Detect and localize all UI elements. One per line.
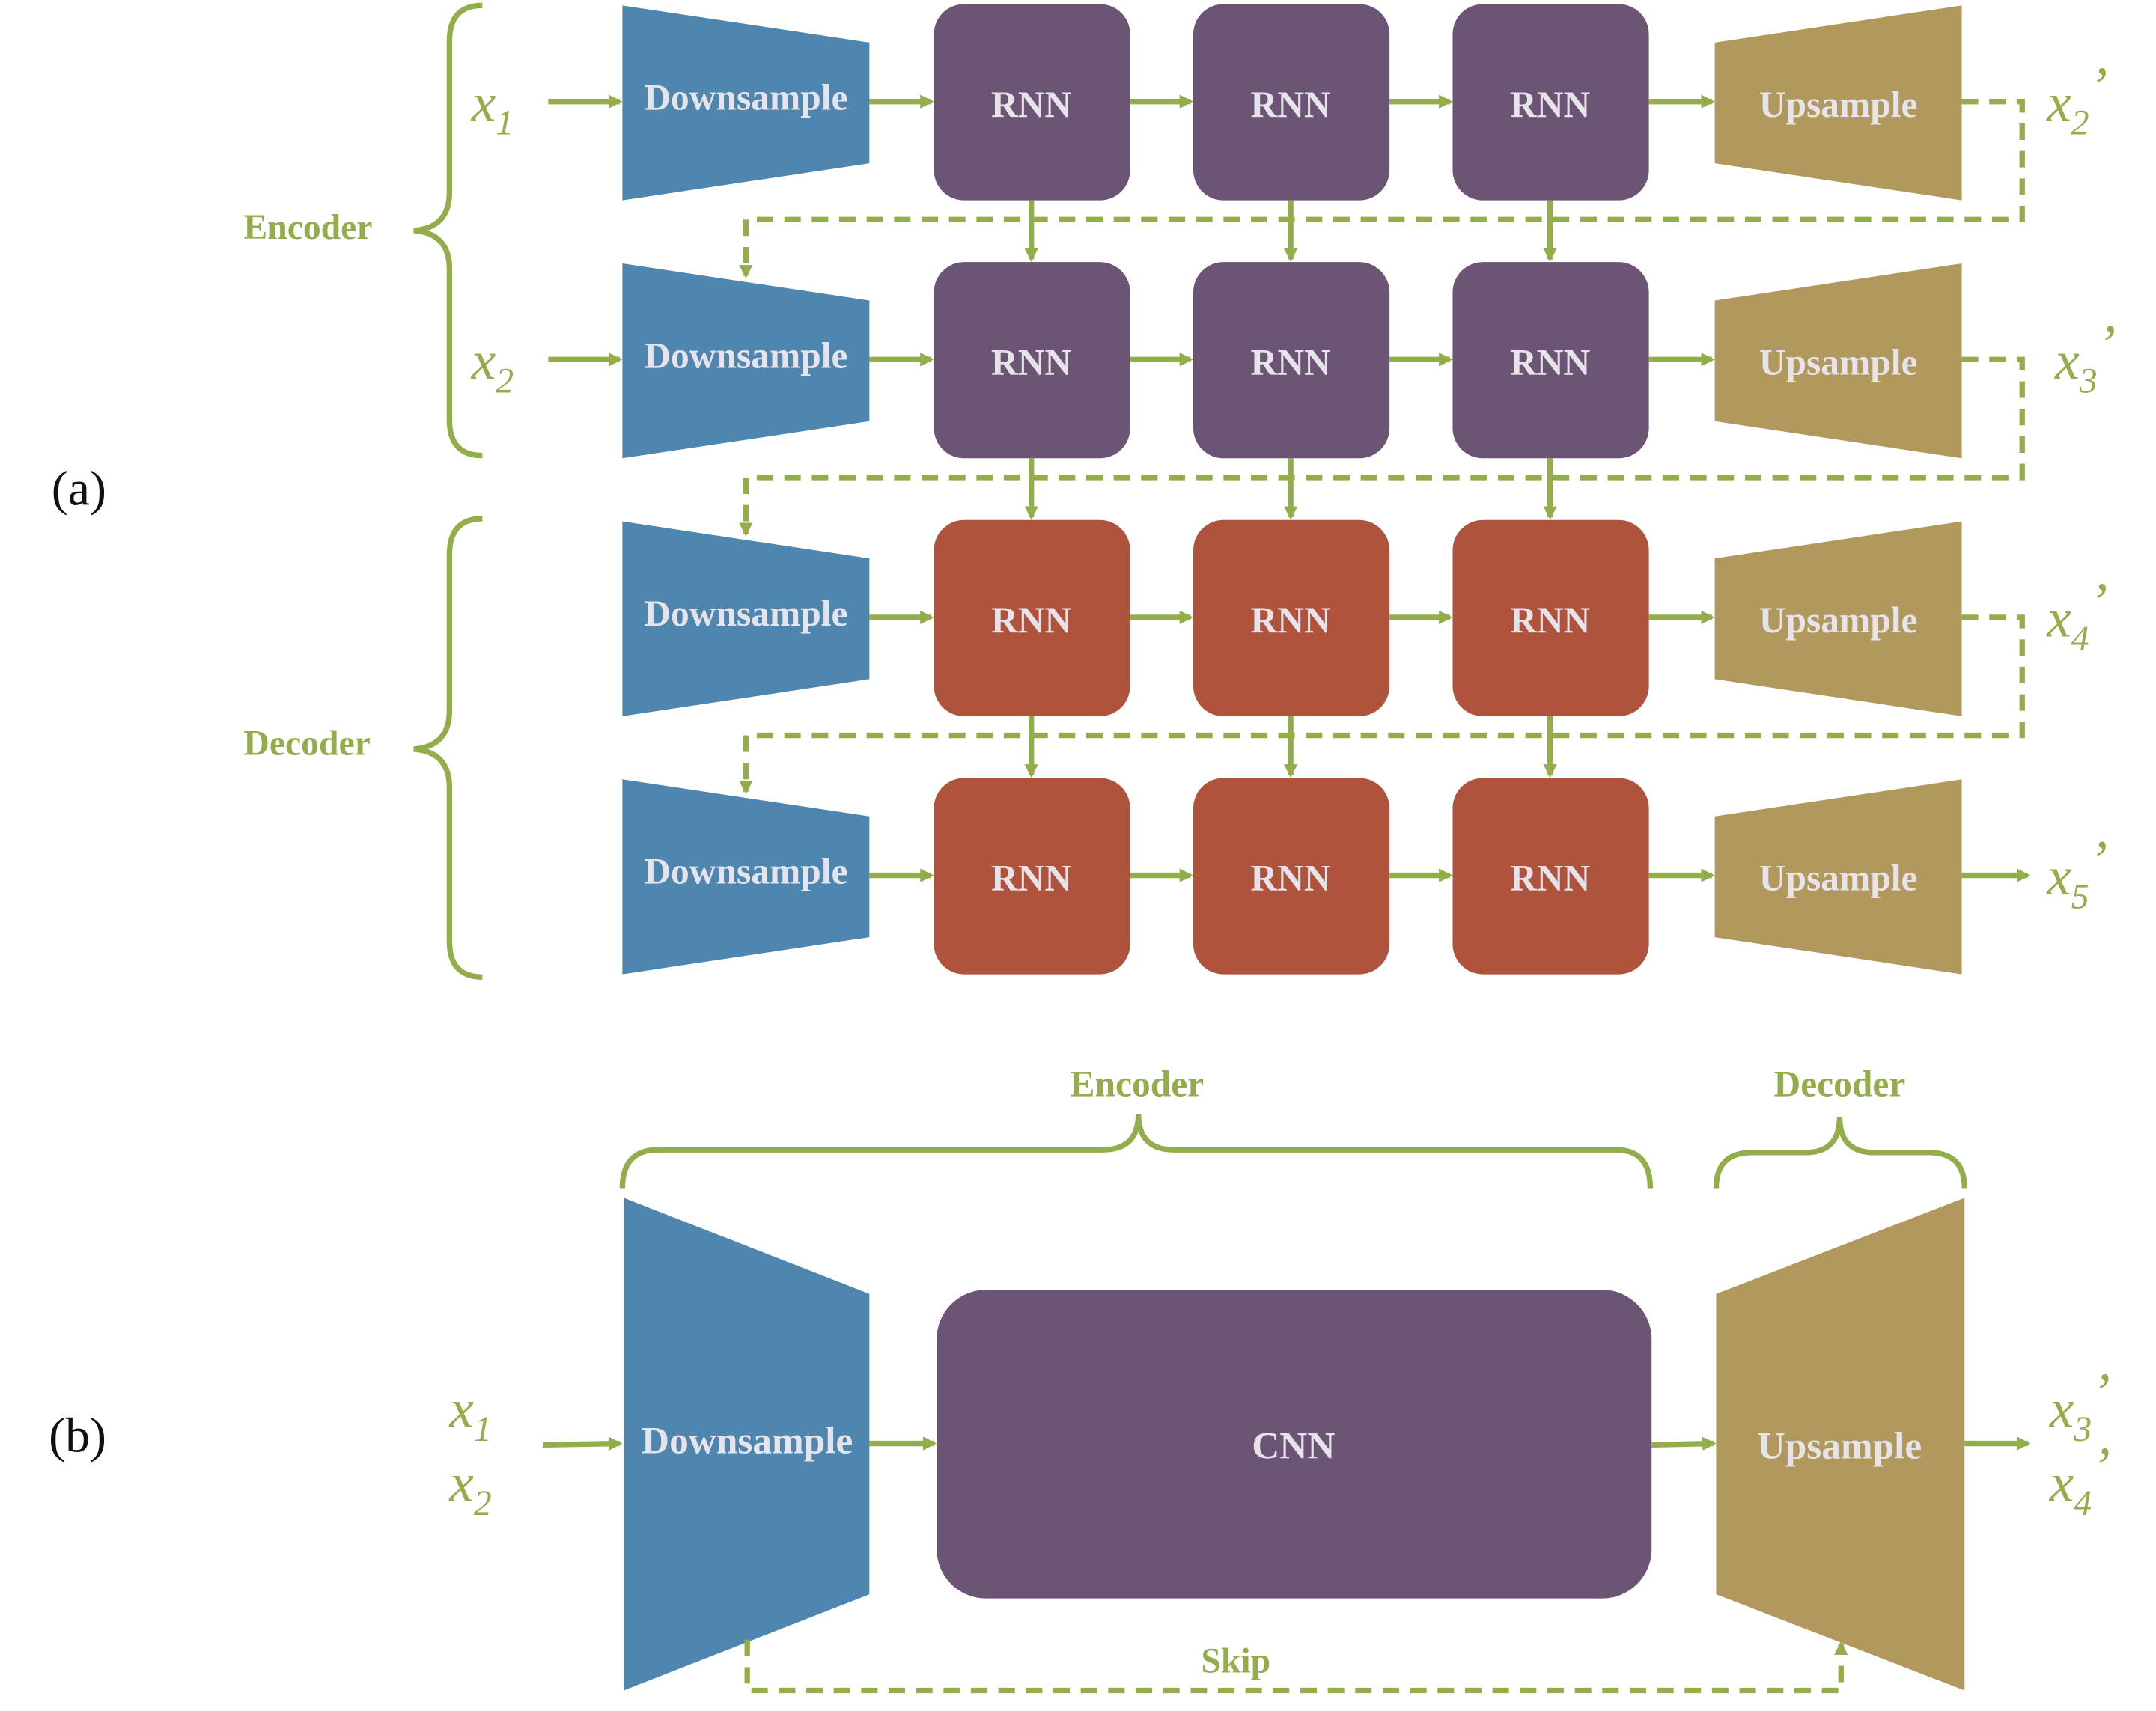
row-4-rnn-1 (934, 778, 1130, 975)
row-3-rnn-2-label: RNN (1251, 600, 1331, 641)
feedback-arrow-row-3 (739, 614, 2025, 795)
row-1-rnn-2 (1193, 4, 1390, 201)
row-4-rnn-2-label: RNN (1251, 858, 1331, 899)
panel-b-encoder-label: Encoder (1070, 1064, 1204, 1105)
row-1-upsample-label: Upsample (1759, 84, 1918, 125)
panel-b-decoder-label: Decoder (1773, 1064, 1905, 1105)
panel-b-downsample-block (624, 1198, 870, 1691)
row-3-upsample-label: Upsample (1759, 600, 1918, 641)
row-2-input: x2 (471, 330, 514, 400)
row-4-downsample-label: Downsample (644, 851, 847, 892)
feedback-arrows (739, 98, 2025, 795)
row-2-upsample-block (1714, 263, 1962, 459)
panel-b-input-1: x1 (448, 1379, 491, 1449)
row-4-rnn-3-label: RNN (1510, 858, 1590, 899)
row-3: Downsample RNN RNN RNN Upsample x4’ (622, 519, 2107, 716)
feedback-arrow-row-2 (739, 356, 2025, 537)
row-1-rnn-3 (1452, 4, 1649, 201)
panel-b-upsample-label: Upsample (1758, 1425, 1922, 1468)
row-2-rnn-2 (1193, 262, 1390, 459)
row-3-output: x4’ (2046, 572, 2107, 659)
row-4-rnn-1-label: RNN (991, 858, 1071, 899)
row-4-upsample-label: Upsample (1759, 858, 1918, 899)
row-3-rnn-3 (1452, 519, 1649, 716)
row-1-upsample-block (1714, 5, 1962, 201)
row-4-upsample-block (1714, 779, 1962, 975)
panel-b-arrow-cnn-us (1651, 1436, 1717, 1451)
panel-b-skip-connection (744, 1639, 1848, 1694)
row-2-rnn-3 (1452, 262, 1649, 459)
panel-b-cnn-block (937, 1290, 1652, 1599)
encoder-brace-b (619, 1114, 1654, 1189)
row-2-upsample-label: Upsample (1759, 341, 1918, 382)
row-1-downsample-block (622, 5, 870, 201)
row-2-downsample-label: Downsample (644, 335, 847, 376)
row-2-rnn-1-label: RNN (991, 341, 1071, 382)
row-2: x2 Downsample RNN RNN RNN Upsample x3’ (471, 262, 2116, 459)
row-3-rnn-3-label: RNN (1510, 600, 1590, 641)
row-4-output: x5’ (2046, 829, 2107, 916)
panel-b-label: (b) (49, 1409, 106, 1463)
row-3-rnn-1 (934, 519, 1130, 716)
decoder-brace-b (1713, 1117, 1967, 1189)
feedback-arrow-row-1 (739, 98, 2025, 279)
row-2-rnn-3-label: RNN (1510, 341, 1590, 382)
panel-b-downsample-label: Downsample (642, 1419, 853, 1462)
hidden-state-arrows (1024, 200, 1557, 778)
row-2-output: x3’ (2054, 314, 2116, 400)
row-3-upsample-block (1714, 521, 1962, 716)
row-1-input: x1 (471, 72, 514, 142)
row-1-rnn-1-label: RNN (991, 84, 1071, 125)
row-1: x1 Downsample RNN RNN RNN Upsample x2’ (471, 4, 2107, 201)
row-4-rnn-2 (1193, 778, 1390, 975)
row-2-rnn-1 (934, 262, 1130, 459)
panel-a-decoder-label: Decoder (243, 724, 370, 763)
row-1-rnn-2-label: RNN (1251, 84, 1331, 125)
panel-a-encoder-label: Encoder (243, 208, 372, 247)
panel-b-input-arrow (542, 1436, 623, 1451)
panel-b-output-1: x3’ (2049, 1362, 2110, 1449)
panel-b-input-2: x2 (448, 1453, 491, 1523)
panel-b-skip-label: Skip (1201, 1642, 1270, 1681)
row-4: Downsample RNN RNN RNN Upsample x5’ (622, 778, 2107, 975)
decoder-brace (413, 516, 483, 980)
row-3-downsample-label: Downsample (644, 593, 847, 634)
panel-b-cnn-label: CNN (1252, 1425, 1335, 1468)
row-1-downsample-label: Downsample (644, 77, 847, 118)
row-1-output: x2’ (2046, 55, 2107, 142)
row-4-downsample-block (622, 779, 870, 975)
panel-b-upsample-block (1716, 1198, 1965, 1691)
row-3-rnn-1-label: RNN (991, 600, 1071, 641)
row-3-downsample-block (622, 521, 870, 716)
row-2-rnn-2-label: RNN (1251, 341, 1331, 382)
row-4-rnn-3 (1452, 778, 1649, 975)
encoder-brace (413, 2, 483, 459)
row-3-rnn-2 (1193, 519, 1390, 716)
row-1-rnn-3-label: RNN (1510, 84, 1590, 125)
row-1-rnn-1 (934, 4, 1130, 201)
panel-a-label: (a) (52, 462, 106, 516)
panel-b-output-2: x4’ (2049, 1436, 2110, 1523)
row-2-downsample-block (622, 263, 870, 459)
